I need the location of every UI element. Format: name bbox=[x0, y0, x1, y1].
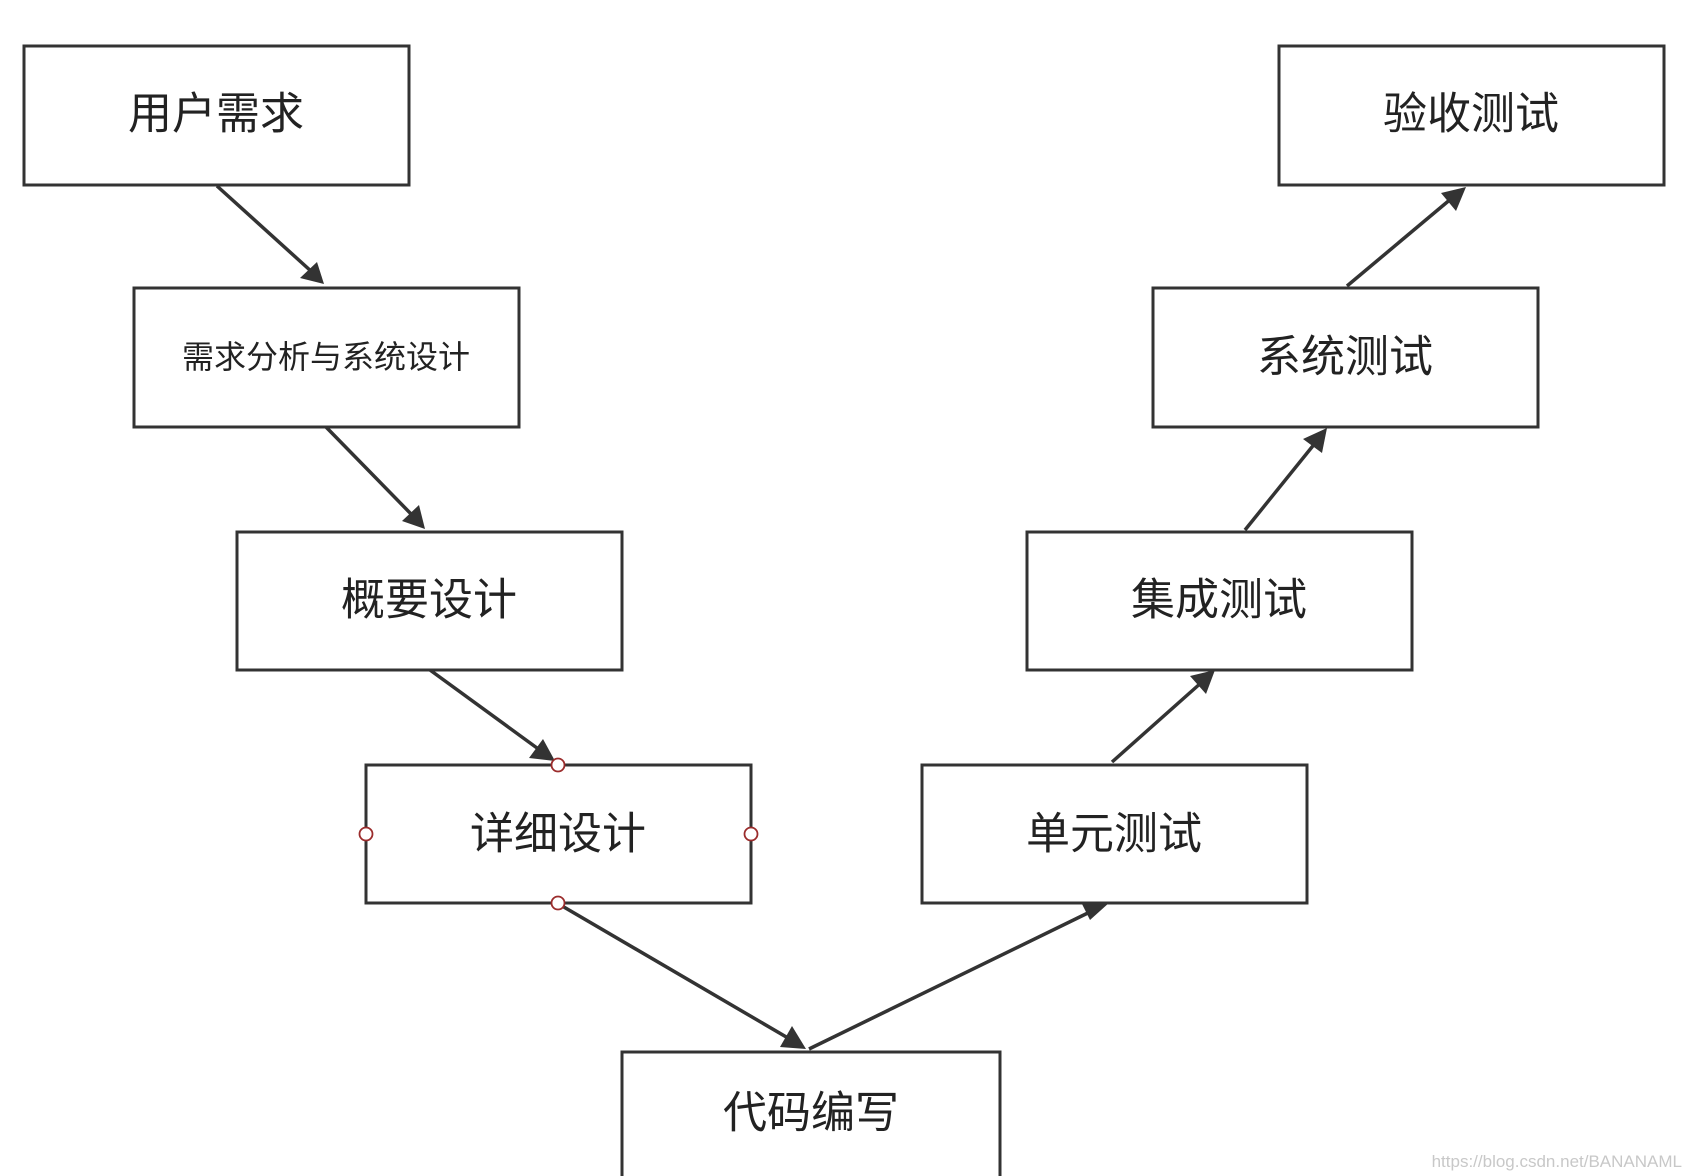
node-label: 概要设计 bbox=[341, 575, 517, 626]
node-user-requirements[interactable]: 用户需求 bbox=[22, 44, 411, 187]
selection-handle-bottom[interactable] bbox=[550, 895, 566, 911]
node-high-level-design[interactable]: 概要设计 bbox=[235, 530, 624, 672]
arrow-detailed-design-to-coding[interactable] bbox=[556, 901, 806, 1049]
node-label: 需求分析与系统设计 bbox=[182, 338, 470, 376]
watermark-text: https://blog.csdn.net/BANANAML bbox=[1431, 1152, 1682, 1171]
arrow-user-requirements-to-requirements-analysis[interactable] bbox=[215, 184, 324, 284]
node-label: 代码编写 bbox=[723, 1088, 899, 1139]
node-integration-test[interactable]: 集成测试 bbox=[1025, 530, 1414, 672]
node-box bbox=[620, 1050, 1002, 1176]
arrow-coding-to-unit-test[interactable] bbox=[808, 898, 1110, 1051]
arrow-requirements-analysis-to-high-level-design[interactable] bbox=[324, 425, 425, 529]
node-unit-test[interactable]: 单元测试 bbox=[920, 763, 1309, 905]
node-coding[interactable]: 代码编写 bbox=[620, 1050, 1002, 1176]
node-requirements-analysis[interactable]: 需求分析与系统设计 bbox=[132, 286, 521, 429]
node-label: 用户需求 bbox=[128, 89, 304, 140]
node-box bbox=[1277, 44, 1666, 187]
node-box bbox=[235, 530, 624, 672]
node-label: 验收测试 bbox=[1383, 89, 1559, 140]
node-label: 集成测试 bbox=[1131, 575, 1307, 626]
selection-handle-right[interactable] bbox=[743, 826, 759, 842]
arrow-high-level-design-to-detailed-design[interactable] bbox=[428, 668, 555, 761]
node-detailed-design[interactable]: 详细设计 bbox=[358, 757, 759, 911]
selection-handle-top[interactable] bbox=[550, 757, 566, 773]
node-box bbox=[920, 763, 1309, 905]
node-box bbox=[132, 286, 521, 429]
arrow-integration-test-to-system-test[interactable] bbox=[1243, 428, 1327, 532]
arrow-system-test-to-acceptance-test[interactable] bbox=[1345, 187, 1466, 288]
node-acceptance-test[interactable]: 验收测试 bbox=[1277, 44, 1666, 187]
node-box bbox=[1151, 286, 1540, 429]
arrow-unit-test-to-integration-test[interactable] bbox=[1110, 670, 1215, 764]
selection-handle-left[interactable] bbox=[358, 826, 374, 842]
node-box bbox=[1025, 530, 1414, 672]
node-box bbox=[22, 44, 411, 187]
node-system-test[interactable]: 系统测试 bbox=[1151, 286, 1540, 429]
node-label: 详细设计 bbox=[470, 809, 646, 860]
node-label: 系统测试 bbox=[1257, 332, 1433, 383]
node-label: 单元测试 bbox=[1026, 809, 1202, 860]
